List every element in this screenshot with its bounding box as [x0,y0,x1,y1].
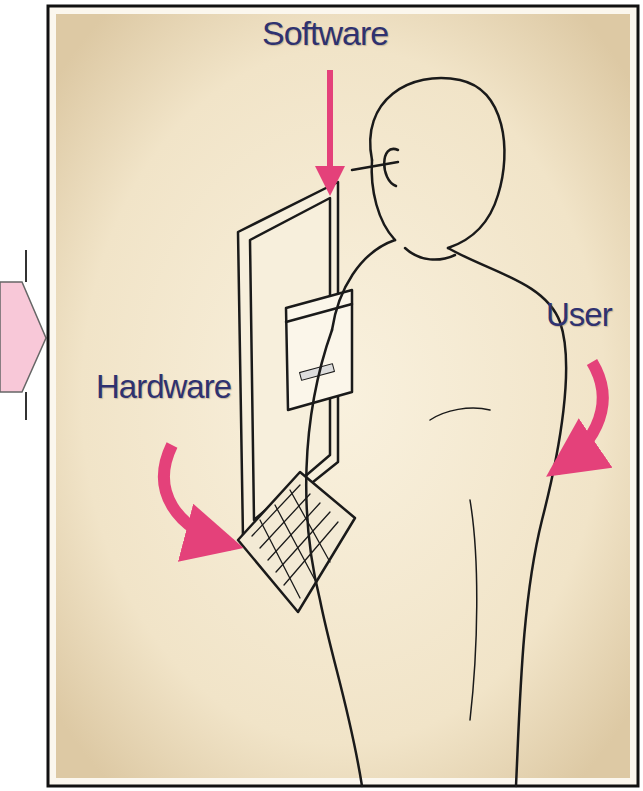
edge-line [25,250,27,282]
face-outline [372,160,395,240]
glasses [352,162,398,170]
shirt-fold [430,408,490,420]
edge-line [25,392,27,420]
user-figure [306,78,566,786]
part-label: Software [262,14,388,53]
picture-frame [48,6,638,786]
shoulder-outline [332,240,395,330]
pointer-arrow [164,445,232,545]
keyboard-keys [252,485,338,598]
pointer-arrow [556,362,603,470]
picture-background [56,14,630,778]
chevron-shape [0,282,46,392]
shirt-fold [470,500,477,720]
arm-outline [306,330,362,786]
collar [405,248,455,260]
laptop-drawing [238,182,355,612]
window-bar [286,304,352,322]
laptop-keyboard [238,472,355,612]
software-window [286,290,352,410]
part-label: Hardware [96,368,231,406]
pointer-arrow [327,70,333,190]
part-label: User [546,296,612,334]
ear [384,149,398,186]
